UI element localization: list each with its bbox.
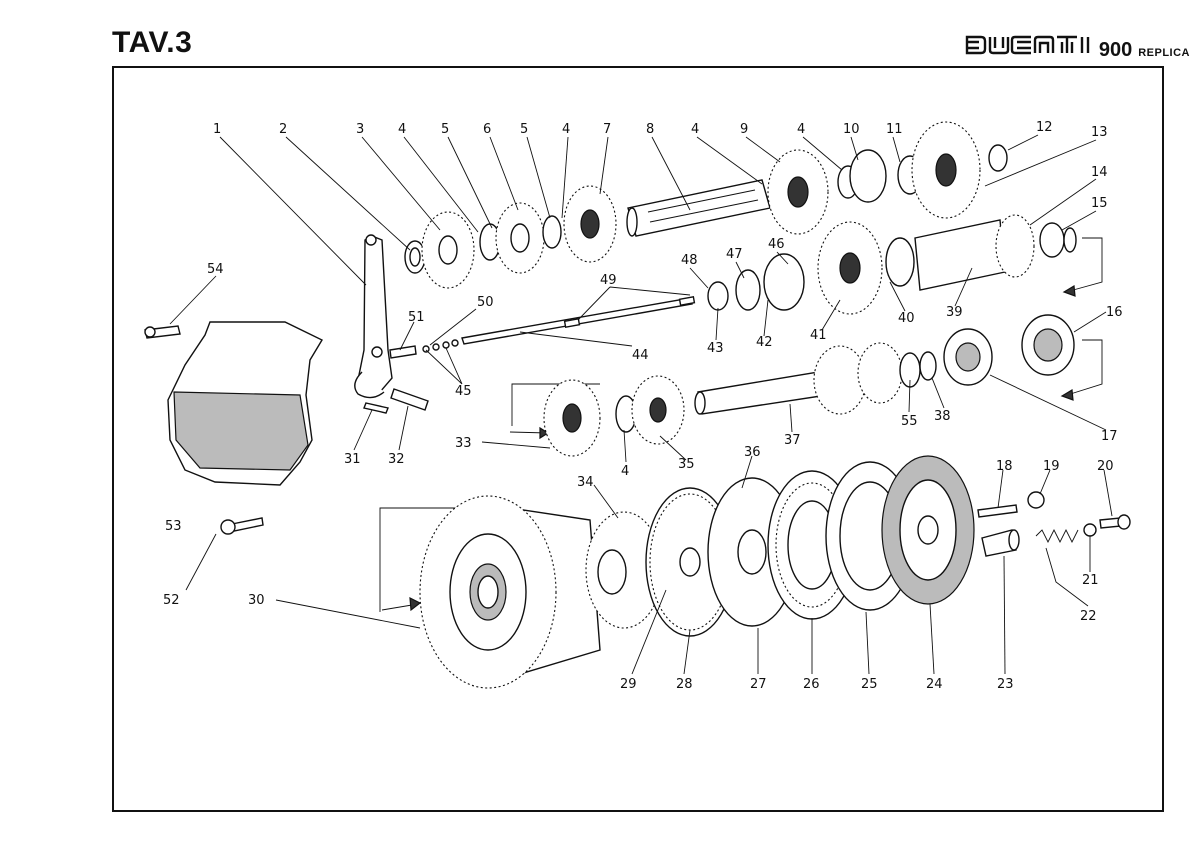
callout-12: 12 — [1036, 120, 1053, 135]
callout-4: 4 — [398, 122, 406, 137]
callout-17: 17 — [1101, 429, 1118, 444]
callout-25: 25 — [861, 677, 878, 692]
layshaft-part — [707, 214, 1077, 315]
callout-8: 8 — [646, 122, 654, 137]
callout-50: 50 — [477, 295, 494, 310]
clutch-plates-part — [645, 455, 975, 637]
clutch-fasteners-part — [977, 491, 1131, 557]
callout-21: 21 — [1082, 573, 1099, 588]
callout-32: 32 — [388, 452, 405, 467]
callout-47: 47 — [726, 247, 743, 262]
brand-variant: REPLICA — [1138, 47, 1190, 59]
callout-4e: 4 — [621, 464, 629, 479]
callout-54: 54 — [207, 262, 224, 277]
callout-31: 31 — [344, 452, 361, 467]
callout-9: 9 — [740, 122, 748, 137]
callout-4b: 4 — [562, 122, 570, 137]
callout-34: 34 — [577, 475, 594, 490]
clutch-hub-part — [585, 511, 663, 629]
callout-2: 2 — [279, 122, 287, 137]
callout-5b: 5 — [520, 122, 528, 137]
assembly-arrows — [1060, 237, 1103, 401]
brand-header: 900 REPLICA — [965, 34, 1190, 61]
callout-4d: 4 — [797, 122, 805, 137]
ducati-logo — [965, 35, 1090, 55]
callout-35: 35 — [678, 457, 695, 472]
callout-13: 13 — [1091, 125, 1108, 140]
callout-27: 27 — [750, 677, 767, 692]
shift-lever-part — [354, 234, 393, 399]
diagram-frame — [112, 66, 1164, 812]
shift-rod-part — [389, 296, 696, 359]
callout-33: 33 — [455, 436, 472, 451]
callout-23: 23 — [997, 677, 1014, 692]
callout-14: 14 — [1091, 165, 1108, 180]
callout-42: 42 — [756, 335, 773, 350]
callout-46: 46 — [768, 237, 785, 252]
callout-39: 39 — [946, 305, 963, 320]
callout-6: 6 — [483, 122, 491, 137]
brand-model: 900 — [1098, 39, 1133, 61]
callout-45: 45 — [455, 384, 472, 399]
callout-44: 44 — [632, 348, 649, 363]
callout-37: 37 — [784, 433, 801, 448]
callout-52: 52 — [163, 593, 180, 608]
top-gear-row — [404, 121, 1008, 289]
callout-labels: 1 2 3 4 5 6 5 4 7 8 4 9 4 10 11 12 13 14… — [163, 120, 1123, 692]
callout-24: 24 — [926, 677, 943, 692]
main-shaft-part — [626, 179, 771, 237]
callout-11: 11 — [886, 122, 903, 137]
callout-29: 29 — [620, 677, 637, 692]
lever-pins-part — [363, 388, 429, 414]
callout-55: 55 — [901, 414, 918, 429]
callout-7: 7 — [603, 122, 611, 137]
callout-40: 40 — [898, 311, 915, 326]
callout-28: 28 — [676, 677, 693, 692]
gear-cluster-33 — [509, 375, 685, 457]
callout-10: 10 — [843, 122, 860, 137]
callout-41: 41 — [810, 328, 827, 343]
clutch-housing-part — [379, 495, 601, 689]
leader-lines — [169, 134, 1113, 675]
sheet-title: TAV.3 — [112, 26, 193, 59]
callout-5: 5 — [441, 122, 449, 137]
callout-43: 43 — [707, 341, 724, 356]
callout-38: 38 — [934, 409, 951, 424]
bearings-part — [943, 314, 1075, 386]
callout-49: 49 — [600, 273, 617, 288]
callout-48: 48 — [681, 253, 698, 268]
callout-22: 22 — [1080, 609, 1097, 624]
callout-1: 1 — [213, 122, 221, 137]
callout-16: 16 — [1106, 305, 1123, 320]
callout-15: 15 — [1091, 196, 1108, 211]
callout-26: 26 — [803, 677, 820, 692]
callout-18: 18 — [996, 459, 1013, 474]
callout-36: 36 — [744, 445, 761, 460]
output-shaft-part — [694, 342, 937, 415]
side-cover-part — [144, 321, 323, 535]
callout-51: 51 — [408, 310, 425, 325]
callout-30: 30 — [248, 593, 265, 608]
callout-53: 53 — [165, 519, 182, 534]
callout-3: 3 — [356, 122, 364, 137]
callout-20: 20 — [1097, 459, 1114, 474]
callout-19: 19 — [1043, 459, 1060, 474]
callout-4c: 4 — [691, 122, 699, 137]
